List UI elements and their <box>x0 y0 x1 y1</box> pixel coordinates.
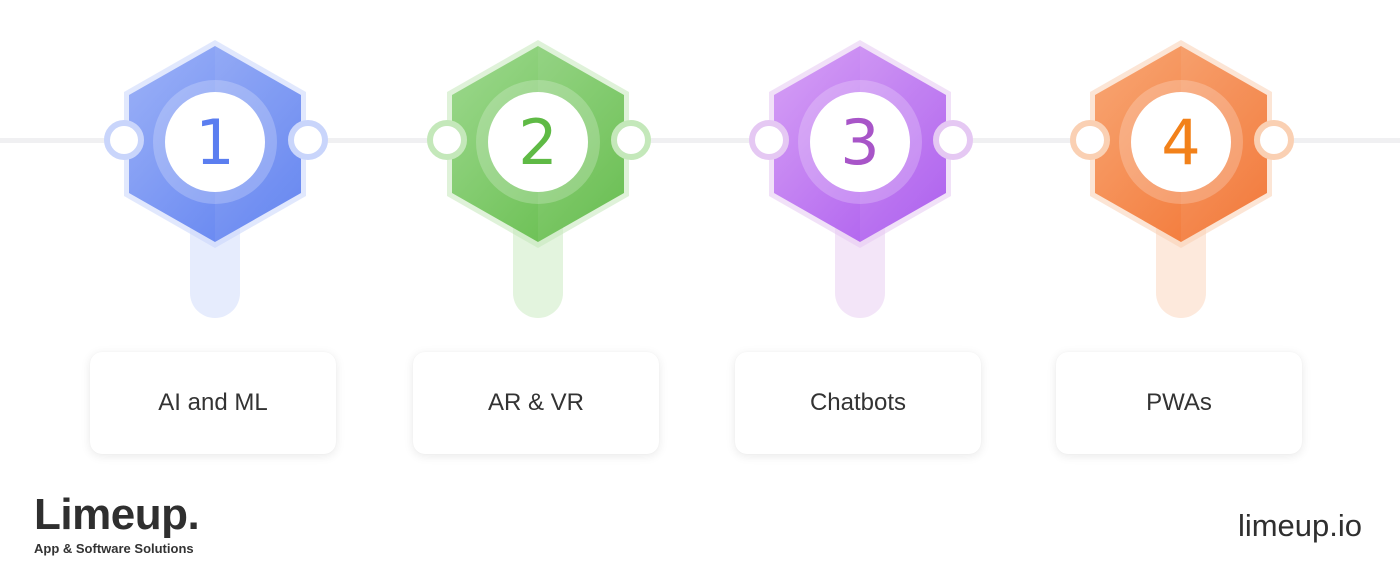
timeline-line <box>0 138 1400 143</box>
step-2-label: AR & VR <box>487 389 585 416</box>
step-3-hexagon-graphic <box>749 40 973 318</box>
step-4-number: 4 <box>1161 105 1201 179</box>
step-2: 2 AR & VR <box>413 36 663 466</box>
step-1-number: 1 <box>195 105 235 179</box>
step-2-label-card: AR & VR <box>413 352 659 454</box>
step-2-right-connector <box>611 120 651 160</box>
step-3-right-connector <box>933 120 973 160</box>
step-1-label-card: AI and ML <box>90 352 336 454</box>
step-4: 4 PWAs <box>1056 36 1306 466</box>
logo-tagline: App & Software Solutions <box>34 541 194 556</box>
step-4-label: PWAs <box>1146 389 1212 416</box>
step-2-number-disc <box>488 92 588 192</box>
step-1-hexagon-graphic <box>104 40 328 318</box>
step-3-label: Chatbots <box>809 389 907 416</box>
logo-wordmark: Limeup. <box>34 490 200 539</box>
step-2-number: 2 <box>518 105 558 179</box>
step-1-number-disc <box>165 92 265 192</box>
step-4-number-disc <box>1131 92 1231 192</box>
step-3-number: 3 <box>840 105 880 179</box>
step-2-hexagon-graphic <box>427 40 651 318</box>
step-4-right-connector <box>1254 120 1294 160</box>
step-4-hexagon-graphic <box>1070 40 1294 318</box>
step-3-label-card: Chatbots <box>735 352 981 454</box>
limeup-logo: Limeup. App & Software Solutions <box>34 490 200 556</box>
step-4-label-card: PWAs <box>1056 352 1302 454</box>
step-1-left-connector <box>104 120 144 160</box>
site-url: limeup.io <box>1237 508 1362 543</box>
step-1-label: AI and ML <box>158 389 268 416</box>
step-2-left-connector <box>427 120 467 160</box>
step-3-number-disc <box>810 92 910 192</box>
step-3-left-connector <box>749 120 789 160</box>
step-1-right-connector <box>288 120 328 160</box>
step-4-left-connector <box>1070 120 1110 160</box>
step-3: 3 Chatbots <box>735 36 985 466</box>
step-1: 1 AI and ML <box>90 36 340 466</box>
